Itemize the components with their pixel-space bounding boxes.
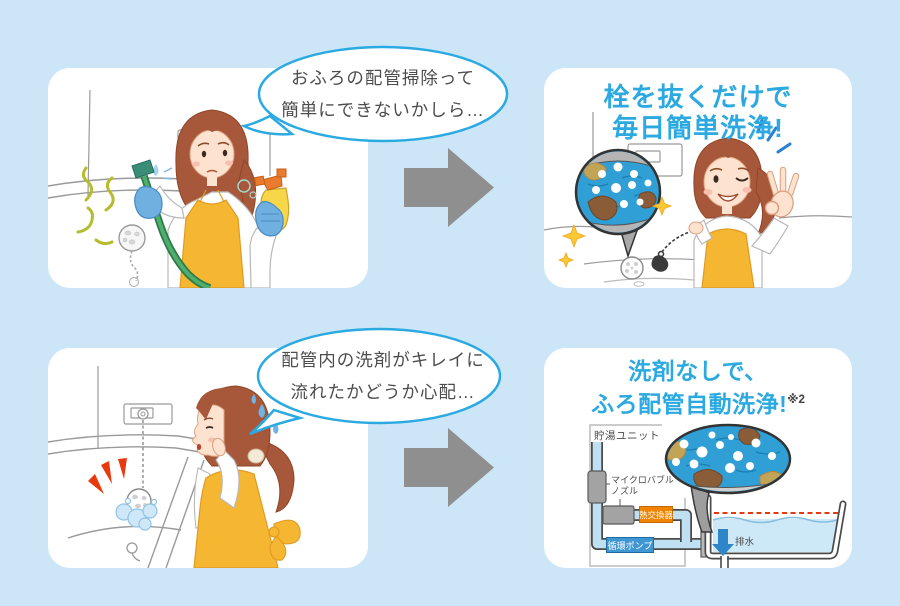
bathtub [48, 177, 199, 199]
drain-plug [651, 230, 693, 272]
hair-ponytail [257, 439, 295, 513]
tub-water [713, 519, 838, 552]
speech-bubble-shape [249, 327, 502, 436]
water-suds [115, 497, 158, 531]
woman-happy [688, 137, 800, 288]
speech-bubble-text: おふろの配管掃除って 簡単にできないかしら… [281, 67, 485, 120]
bathroom-anxious-woman-illustration [48, 366, 301, 568]
speech-bubble-shape [240, 45, 509, 143]
bath-drain [118, 224, 146, 287]
bathroom-walls [97, 366, 173, 448]
panel-easy-cleaning [544, 68, 852, 288]
hair-bangs [702, 142, 753, 170]
panel-auto-clean-diagram: 貯湯ユニット マイクロバブル ノズル 熱交換器 循環ポンプ 排水 [544, 348, 852, 568]
bathtub [704, 494, 847, 568]
smile [717, 193, 739, 202]
stink-squiggles [76, 166, 115, 246]
woman-worried [131, 109, 290, 288]
microbubble-nozzle-vertical [587, 470, 607, 504]
drain-ring [126, 542, 141, 562]
circulation-pump-box: 循環ポンプ [606, 537, 654, 553]
alert-marks [88, 458, 127, 494]
right-glove [255, 201, 284, 237]
apron-bow [268, 519, 301, 561]
water-drop [153, 164, 173, 180]
ok-hand [764, 166, 800, 218]
right-arrow-icon [404, 428, 494, 507]
microbubble-nozzle-label: マイクロバブル ノズル [611, 475, 674, 496]
right-sleeve [249, 227, 277, 288]
hair-bangs [196, 387, 230, 420]
drain-arrow [712, 529, 734, 556]
magnifier-balloon [664, 423, 792, 533]
left-glove [134, 185, 163, 219]
speech-bubble-text: 配管内の洗剤がキレイに 流れたかどうか心配… [281, 349, 485, 402]
scrunchie [247, 448, 265, 464]
sparkles [557, 195, 673, 269]
left-hand [688, 221, 704, 235]
storage-unit-label: 貯湯ユニット [594, 430, 660, 442]
microbubble-nozzle-horizontal [602, 505, 635, 525]
drain-chain [137, 408, 149, 488]
happy-woman-clean-pipe-illustration [544, 112, 852, 288]
speech-bubble-pipe-cleaning: おふろの配管掃除って 簡単にできないかしら… [240, 44, 512, 155]
hose-nozzle [131, 159, 155, 179]
right-arrow-icon [404, 148, 494, 227]
magnifier-balloon [574, 148, 662, 259]
apron [179, 199, 245, 288]
hair-bangs [188, 116, 236, 144]
piping-diagram [587, 423, 847, 568]
woman-anxious [191, 385, 301, 568]
heading-auto-cleaning: 洗剤なしで、 ふろ配管自動洗浄!※2 [591, 358, 805, 417]
hand-on-cheek [212, 437, 226, 457]
heading-easy-cleaning: 栓を抜くだけで 毎日簡単洗浄! [603, 82, 793, 143]
footnote-marker: ※2 [787, 394, 805, 406]
right-arm [751, 217, 789, 255]
emphasis-marks [756, 118, 792, 154]
heat-exchanger-box: 熱交換器 [639, 506, 673, 523]
bathroom-worried-woman-illustration [48, 89, 290, 288]
speech-bubble-detergent-worry: 配管内の洗剤がキレイに 流れたかどうか心配… [240, 326, 512, 449]
spray-bottle-trigger [261, 174, 283, 191]
drain-label: 排水 [735, 537, 755, 548]
bath-drain [620, 256, 645, 287]
apron [701, 228, 755, 288]
